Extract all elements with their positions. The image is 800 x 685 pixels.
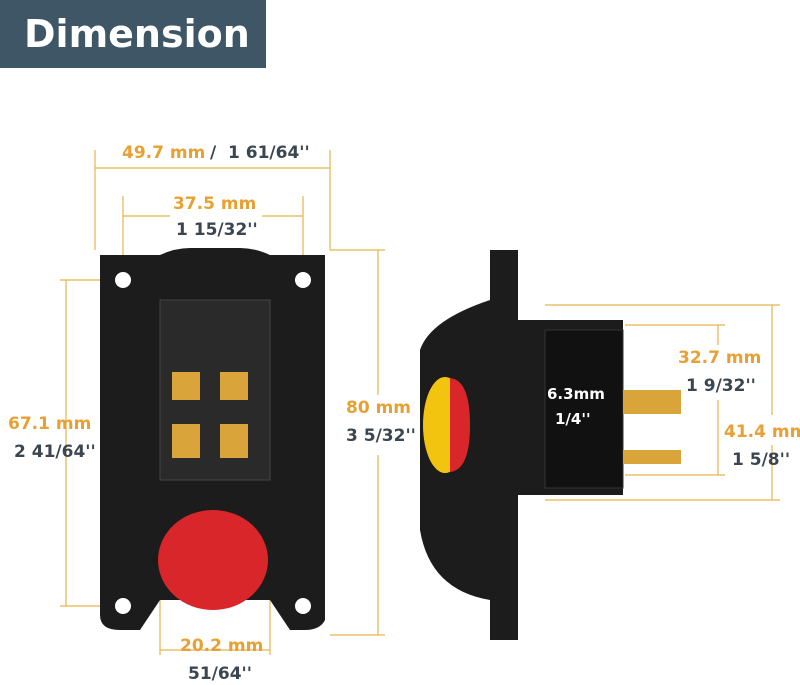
body-height-mm: 41.4 mm <box>724 422 800 442</box>
overall-height-inch: 3 5/32'' <box>346 426 416 446</box>
body-depth-inch: 1 9/32'' <box>686 376 756 396</box>
terminal-width-mm: 6.3mm <box>547 385 605 403</box>
button-width-inch: 51/64'' <box>188 664 252 684</box>
front-view <box>100 248 325 630</box>
hole-spacing-inch: 1 15/32'' <box>176 220 258 240</box>
hole-height-inch: 2 41/64'' <box>14 442 96 462</box>
side-view <box>420 250 681 640</box>
overall-width-mm: 49.7 mm <box>122 143 206 163</box>
overall-height-mm: 80 mm <box>346 398 412 418</box>
hole-height-mm: 67.1 mm <box>8 414 92 434</box>
terminal-width-inch: 1/4'' <box>555 410 591 428</box>
body-height-inch: 1 5/8'' <box>732 450 791 470</box>
page-title: Dimension <box>0 0 266 68</box>
hole-spacing-mm: 37.5 mm <box>173 194 257 214</box>
overall-width-inch: 1 61/64'' <box>228 143 310 163</box>
body-depth-mm: 32.7 mm <box>678 348 762 368</box>
overall-width-sep: / <box>210 143 217 163</box>
button-width-mm: 20.2 mm <box>180 636 264 656</box>
